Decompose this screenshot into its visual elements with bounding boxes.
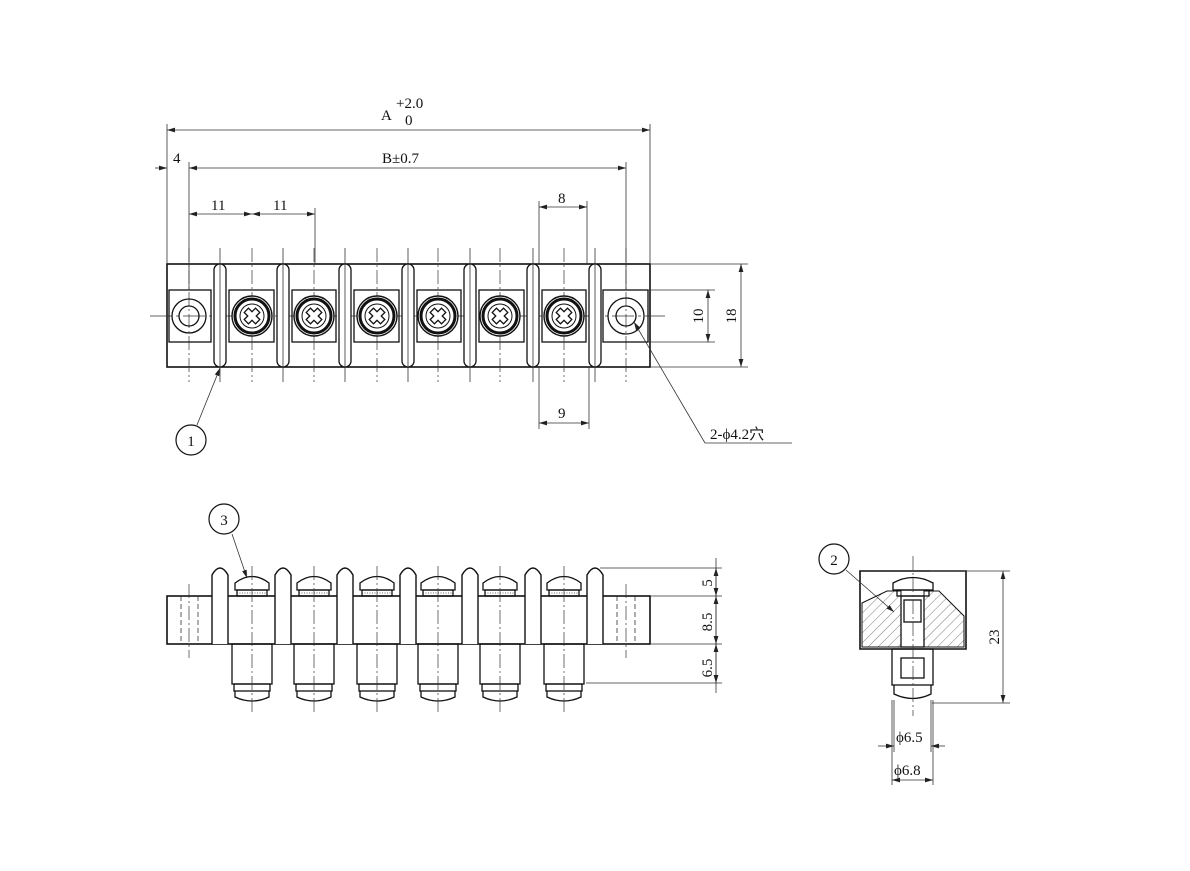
dim-A-label: A: [381, 108, 392, 124]
dimension-head-width: 8: [538, 191, 588, 264]
side-view: 23 ϕ6.5 ϕ6.8 2: [818, 543, 1010, 785]
callout-3-label: 3: [220, 513, 228, 529]
front-separator: [586, 567, 604, 644]
hidden-hole-right: [616, 584, 636, 658]
side-screw-head: [892, 576, 934, 591]
front-terminal: [356, 566, 398, 712]
hole-note-leader: 2-ϕ4.2穴: [633, 321, 792, 444]
front-terminal: [293, 566, 335, 712]
dimension-A: A +2.0 0: [166, 96, 651, 264]
front-separator: [399, 567, 417, 644]
dimension-pitch: 11 11: [189, 198, 316, 264]
screw-head: [417, 295, 459, 337]
screw-head: [479, 295, 521, 337]
side-shaft: [900, 595, 925, 648]
dimension-slot-width: 9: [538, 367, 590, 429]
hole-note-label: 2-ϕ4.2穴: [710, 426, 764, 443]
front-separators: [211, 567, 604, 644]
dim-tube-height-label: 6.5: [700, 659, 716, 678]
screw-heads: [231, 295, 585, 337]
dim-height-outer-label: 18: [724, 309, 740, 324]
callout-2: 2: [818, 543, 895, 613]
dim-height-inner-label: 10: [691, 309, 707, 324]
screw-head: [293, 295, 335, 337]
dim-diameter-outer-label: ϕ6.8: [894, 763, 921, 779]
front-view: 5 8.5 6.5 3: [166, 503, 722, 712]
dim-base-height-label: 8.5: [700, 613, 716, 632]
screw-head: [356, 295, 398, 337]
terminal-cell: [416, 289, 462, 343]
dim-B-label: B±0.7: [382, 151, 419, 167]
screw-head: [543, 295, 585, 337]
terminal-cell: [478, 289, 525, 343]
front-separator: [524, 567, 542, 644]
cross-recess-icon: [243, 307, 261, 325]
dim-slot-width-label: 9: [558, 406, 566, 422]
front-terminal: [479, 566, 521, 712]
mounting-hole-right: [602, 289, 649, 343]
callout-3: 3: [208, 503, 248, 579]
callout-1-label: 1: [187, 434, 195, 450]
callout-2-label: 2: [830, 553, 838, 569]
dim-A-upper-tolerance: +2.0: [396, 96, 423, 112]
side-tube: [891, 648, 934, 686]
top-view: A +2.0 0 B±0.7 4 11 11 8: [150, 96, 792, 456]
dim-diameter-inner-label: ϕ6.5: [896, 730, 923, 746]
front-terminal: [543, 566, 585, 712]
screw-head: [231, 295, 273, 337]
dim-A-lower-tolerance: 0: [405, 113, 413, 129]
terminal-cell: [228, 289, 275, 343]
callout-1: 1: [175, 367, 221, 456]
front-separator: [461, 567, 479, 644]
cross-recess-icon: [491, 307, 509, 325]
dim-head-width-label: 8: [558, 191, 566, 207]
dimension-B: B±0.7 4: [155, 151, 627, 290]
cross-recess-icon: [368, 307, 386, 325]
cross-recess-icon: [429, 307, 447, 325]
front-dimensions: 5 8.5 6.5: [586, 558, 722, 693]
hidden-hole-left: [180, 584, 199, 658]
dim-total-height-label: 23: [987, 630, 1003, 645]
front-separator: [336, 567, 354, 644]
dimension-heights: 10 18: [648, 263, 748, 368]
front-terminal: [417, 566, 459, 712]
front-terminals: [231, 566, 585, 712]
dim-pitch2-label: 11: [273, 198, 287, 214]
front-separator: [211, 567, 229, 644]
front-separator: [274, 567, 292, 644]
terminal-cell: [353, 289, 400, 343]
front-terminal: [231, 566, 273, 712]
dim-pitch1-label: 11: [211, 198, 225, 214]
mounting-hole-left: [168, 289, 212, 343]
dim-screw-height-label: 5: [700, 579, 716, 587]
cross-recess-icon: [305, 307, 323, 325]
dim-edge-label: 4: [173, 151, 181, 167]
cross-recess-icon: [555, 307, 573, 325]
